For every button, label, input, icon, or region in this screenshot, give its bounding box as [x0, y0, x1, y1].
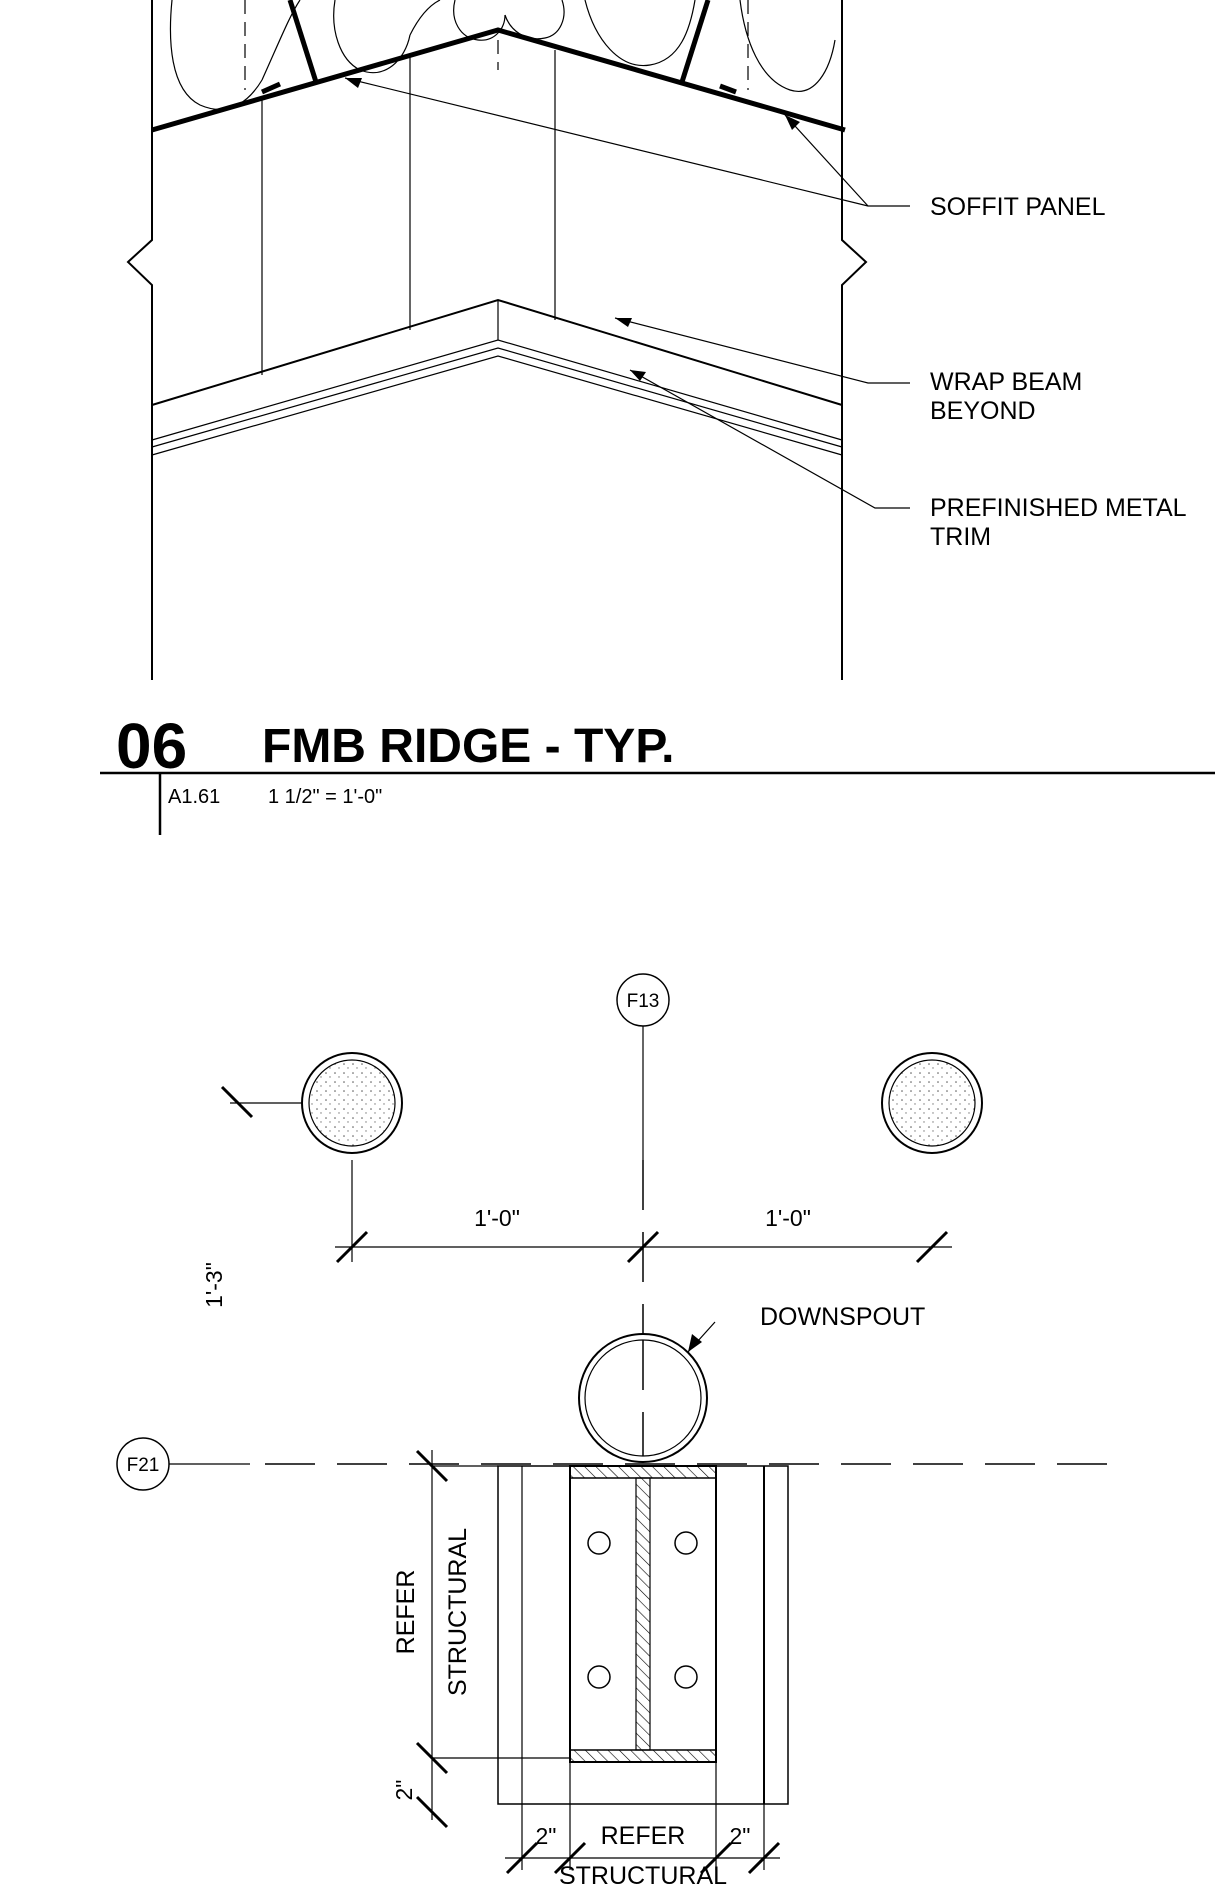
column-left-edge — [126, 0, 153, 680]
round-column-left — [301, 1052, 403, 1154]
grid-tag-f13: F13 — [627, 991, 660, 1012]
soffit-panel — [151, 27, 846, 133]
detail-number: 06 — [116, 710, 187, 782]
ridge-detail: SOFFIT PANEL WRAP BEAM BEYOND PREFINISHE… — [126, 0, 1187, 680]
downspout — [578, 1333, 708, 1463]
plan-detail: F13 F21 1'-0" 1'-0" 1'-3" — [116, 973, 1115, 1890]
rafter-left — [287, 0, 319, 83]
detail-scale: 1 1/2" = 1'-0" — [268, 786, 382, 808]
label-structural-horizontal: STRUCTURAL — [559, 1862, 727, 1890]
sheet-reference: A1.61 — [168, 786, 220, 808]
metal-trim — [151, 339, 843, 441]
dim-right-spacing: 1'-0" — [765, 1205, 811, 1231]
column-right-edge — [841, 0, 868, 680]
callout-soffit-panel: SOFFIT PANEL — [930, 193, 1106, 221]
label-refer-vertical: REFER — [392, 1570, 420, 1655]
label-refer-horizontal: REFER — [601, 1822, 686, 1850]
callout-wrap-beam-2: BEYOND — [930, 397, 1036, 425]
dim-bottom-left: 2" — [536, 1823, 557, 1849]
label-downspout: DOWNSPOUT — [760, 1303, 925, 1331]
dim-left-bottom: 2" — [391, 1780, 417, 1801]
callout-trim-1: PREFINISHED METAL — [930, 494, 1187, 522]
detail-title: FMB RIDGE - TYP. — [262, 720, 674, 773]
round-column-right — [881, 1052, 983, 1154]
rafter-right — [679, 0, 711, 83]
leader-arrowheads — [345, 78, 800, 381]
detail-title-block: 06 FMB RIDGE - TYP. A1.61 1 1/2" = 1'-0" — [100, 710, 1215, 835]
label-structural-vertical: STRUCTURAL — [444, 1528, 472, 1696]
steel-wide-flange — [569, 1465, 717, 1763]
dim-bottom-right: 2" — [730, 1823, 751, 1849]
grid-tag-f21: F21 — [127, 1455, 160, 1476]
callout-trim-2: TRIM — [930, 523, 991, 551]
leader-lines — [344, 77, 910, 509]
callout-wrap-beam-1: WRAP BEAM — [930, 368, 1082, 396]
dim-vertical: 1'-3" — [201, 1262, 227, 1308]
wrap-beam — [151, 298, 843, 406]
dim-left-spacing: 1'-0" — [474, 1205, 520, 1231]
